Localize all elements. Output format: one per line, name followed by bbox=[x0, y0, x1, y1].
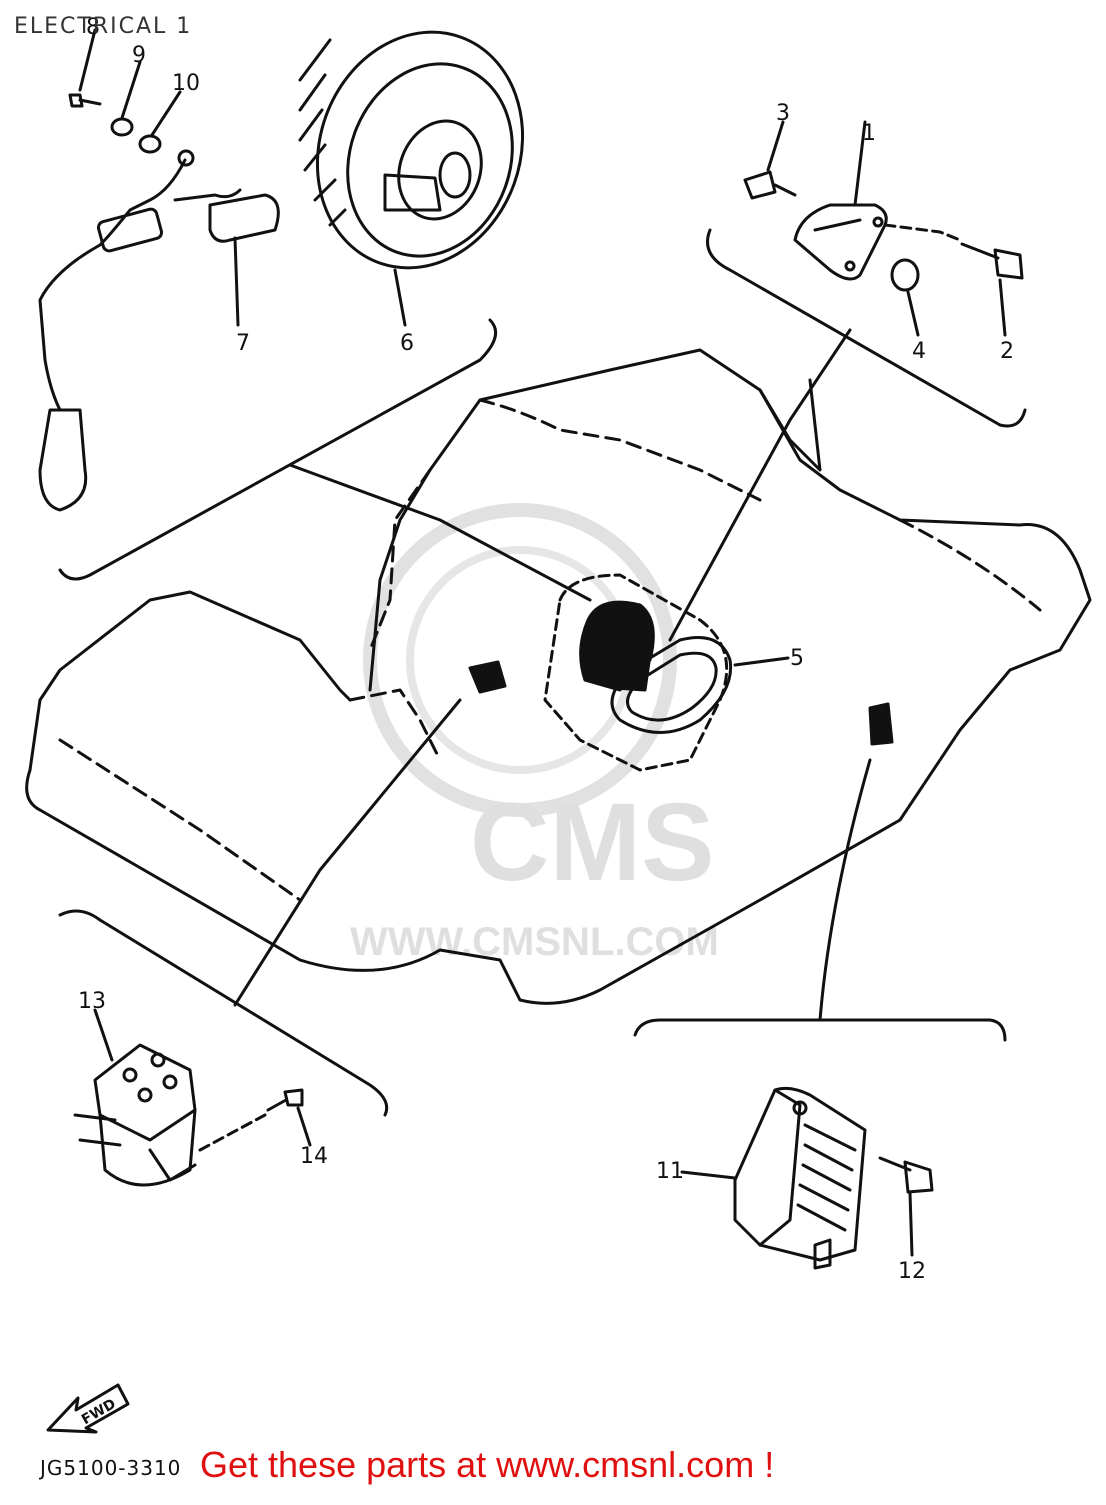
leader-line-stator bbox=[288, 463, 592, 602]
promo-link[interactable]: Get these parts at www.cmsnl.com ! bbox=[200, 1444, 775, 1485]
callout-7: 7 bbox=[236, 331, 250, 356]
callout-14: 14 bbox=[300, 1144, 328, 1169]
callout-8: 8 bbox=[86, 15, 100, 40]
callout-5: 5 bbox=[790, 646, 804, 671]
callout-1: 1 bbox=[862, 121, 876, 146]
callout-9: 9 bbox=[132, 43, 146, 68]
flywheel-part[interactable] bbox=[285, 3, 555, 297]
callout-leader-4 bbox=[906, 290, 920, 337]
callout-leader-11 bbox=[680, 1170, 737, 1180]
screw-14-part[interactable] bbox=[266, 1088, 304, 1112]
regulator-part[interactable] bbox=[733, 1086, 867, 1270]
relay-part[interactable] bbox=[73, 1043, 197, 1187]
watermark-url: WWW.CMSNL.COM bbox=[350, 920, 719, 964]
watermark-brand: CMS bbox=[470, 781, 714, 904]
grommet-part[interactable] bbox=[579, 600, 733, 734]
pickup-coil-part[interactable] bbox=[38, 149, 280, 512]
callout-4: 4 bbox=[912, 339, 926, 364]
leader-line-relay bbox=[233, 698, 462, 1007]
callout-11: 11 bbox=[656, 1159, 684, 1184]
bracket-part[interactable] bbox=[793, 203, 888, 281]
vehicle-body-outline bbox=[25, 348, 1092, 1005]
callout-leader-5 bbox=[733, 656, 790, 667]
watermark: CMS WWW.CMSNL.COM bbox=[350, 503, 719, 964]
callout-leader-2 bbox=[998, 278, 1007, 337]
body-grommet-right bbox=[868, 702, 894, 746]
washer-10-part[interactable] bbox=[138, 134, 162, 154]
callout-6: 6 bbox=[400, 331, 414, 356]
callout-3: 3 bbox=[776, 101, 790, 126]
bolt-3-part[interactable] bbox=[743, 170, 797, 200]
drawing-code: JG5100-3310 bbox=[40, 1456, 182, 1480]
inset-frame-top-left bbox=[58, 318, 498, 581]
inset-frame-bottom-right bbox=[633, 1018, 1007, 1042]
callout-2: 2 bbox=[1000, 339, 1014, 364]
diagram-title: ELECTRICAL 1 bbox=[14, 14, 193, 39]
nut-4-part[interactable] bbox=[890, 258, 920, 292]
bolt-12-part[interactable] bbox=[878, 1156, 934, 1194]
fwd-label: FWD bbox=[79, 1396, 119, 1428]
callout-leader-9 bbox=[120, 60, 142, 120]
callout-leader-3 bbox=[766, 120, 785, 172]
callout-leader-10 bbox=[150, 90, 182, 137]
inset-frame-top-right bbox=[706, 228, 1027, 428]
callout-leader-7 bbox=[233, 236, 240, 327]
leader-line-regulator bbox=[818, 758, 872, 1022]
fwd-arrow-icon bbox=[46, 1383, 130, 1434]
callout-leader-8 bbox=[78, 28, 97, 92]
washer-9-part[interactable] bbox=[110, 117, 134, 137]
callout-10: 10 bbox=[172, 71, 200, 96]
callout-13: 13 bbox=[78, 989, 106, 1014]
bolt-8-part[interactable] bbox=[68, 93, 102, 108]
callout-leader-12 bbox=[908, 1191, 914, 1257]
callout-leader-13 bbox=[93, 1008, 114, 1062]
inset-frame-bottom-left bbox=[58, 909, 389, 1117]
bolt-2-part[interactable] bbox=[960, 242, 1024, 280]
callout-12: 12 bbox=[898, 1259, 926, 1284]
callout-leader-14 bbox=[296, 1106, 312, 1147]
callout-leader-1 bbox=[853, 120, 867, 207]
callout-leader-6 bbox=[393, 268, 407, 327]
leader-line-bracket bbox=[668, 328, 852, 642]
screw-dashed-line bbox=[198, 1113, 267, 1152]
body-grommet-left bbox=[468, 660, 507, 694]
bracket-dashed-line bbox=[883, 223, 962, 242]
